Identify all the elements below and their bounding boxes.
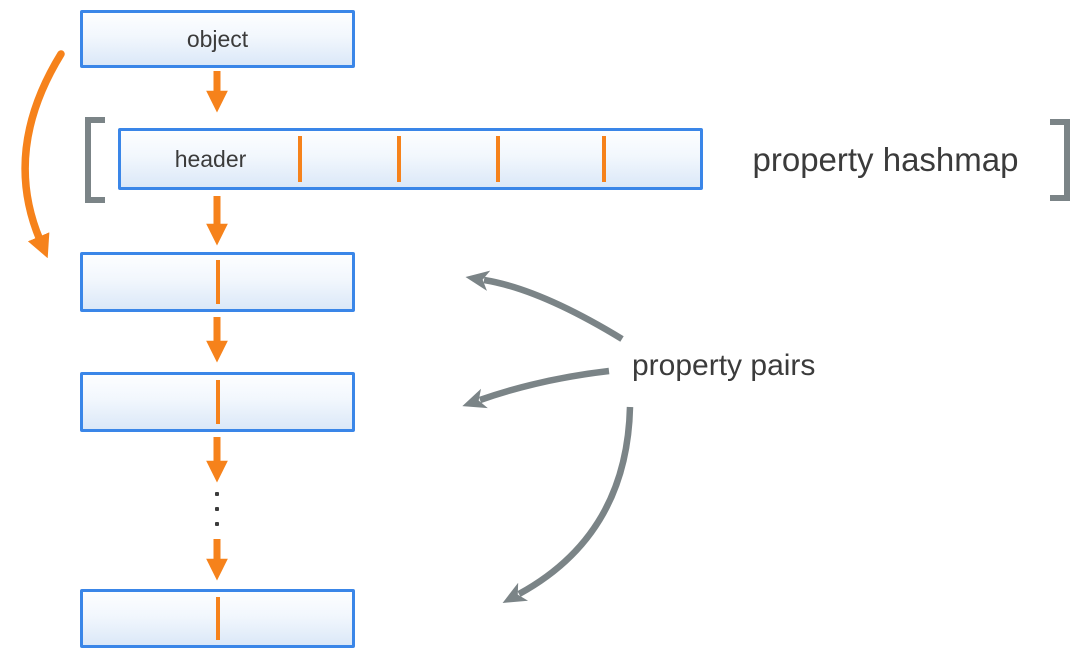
object-box: object — [80, 10, 355, 68]
object-label: object — [186, 25, 249, 52]
property-pair-box — [80, 589, 355, 648]
left-bracket — [85, 117, 105, 203]
header-label: header — [174, 145, 247, 172]
pair-divider — [215, 380, 220, 424]
ellipsis-dot — [215, 522, 219, 526]
property-pair-box — [80, 372, 355, 432]
pair-divider — [215, 597, 220, 640]
hash-bucket-divider — [496, 136, 500, 182]
pair-divider — [215, 260, 220, 304]
hash-bucket-divider — [298, 136, 302, 182]
ellipsis-dot — [215, 507, 219, 511]
ellipsis-dot — [215, 492, 219, 496]
ellipsis-dots — [215, 492, 219, 526]
right-bracket — [1050, 119, 1070, 201]
hash-bucket-divider — [602, 136, 606, 182]
header-cell: header — [121, 131, 300, 187]
pairs-arrow-top — [465, 270, 624, 342]
pairs-arrow-bottom — [502, 406, 634, 603]
hash-bucket-divider — [397, 136, 401, 182]
property-pair-box — [80, 252, 355, 312]
pairs-arrow-middle — [462, 367, 610, 409]
arrow-object-to-pairs-curve — [21, 50, 65, 259]
property-pairs-label: property pairs — [632, 349, 816, 382]
property-hashmap-label: property hashmap — [752, 141, 1019, 178]
hashmap-header-box: header — [118, 128, 703, 190]
